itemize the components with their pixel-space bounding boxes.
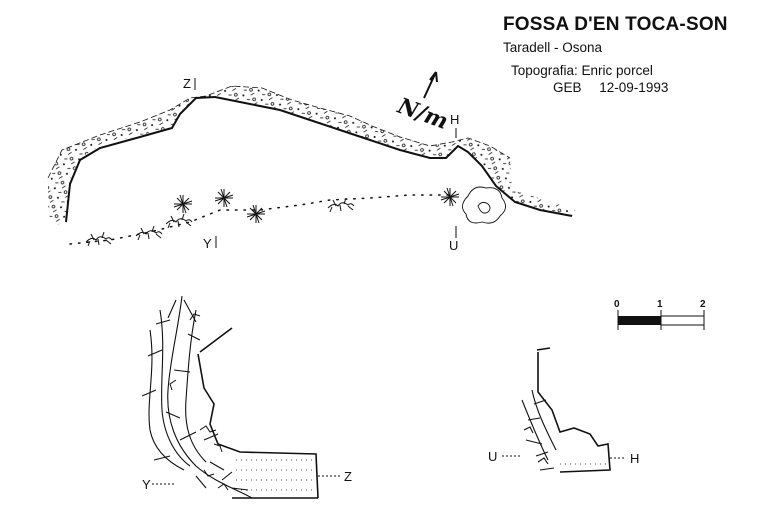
section-left-rootlets (169, 313, 229, 491)
scale-tick-2: 2 (700, 299, 706, 310)
north-label: N/m (393, 93, 451, 135)
root-symbol (440, 187, 460, 207)
survey-org-date: GEB 12-09-1993 (553, 80, 668, 95)
station-u-label: U (449, 238, 458, 253)
section-right-wall (536, 347, 611, 473)
plan-survey-line (69, 194, 451, 245)
section-left-roots (141, 295, 253, 499)
plan-view: N/m Z H Y U (47, 71, 575, 253)
section-right-h-label: H (630, 451, 639, 466)
scale-segment-empty (660, 315, 705, 326)
survey-date: 12-09-1993 (599, 80, 669, 95)
section-right-u-label: U (488, 449, 497, 464)
survey-author: Topografia: Enric porcel (511, 63, 653, 78)
station-h-label: H (450, 112, 459, 127)
station-y-label: Y (203, 236, 212, 251)
section-right-roots (521, 389, 557, 471)
survey-location: Taradell - Osona (503, 40, 603, 55)
root-symbol (173, 194, 193, 214)
root-symbol (85, 231, 113, 247)
north-arrow: N/m (393, 71, 451, 135)
scale-tick-0: 0 (614, 299, 620, 310)
section-left-y-label: Y (142, 477, 151, 492)
section-left-z-label: Z (344, 469, 352, 484)
root-symbol (246, 204, 266, 224)
station-z-label: Z (183, 76, 191, 91)
survey-org: GEB (553, 80, 582, 95)
section-left: Y Z (141, 295, 352, 499)
scale-tick-1: 1 (657, 299, 663, 310)
scale-segment-filled (618, 316, 661, 325)
section-left-wall (197, 327, 319, 499)
scale-bar: 0 1 2 (614, 299, 706, 330)
root-symbol (327, 197, 355, 213)
section-right: U H (488, 347, 639, 473)
section-left-floor-dots (236, 459, 314, 491)
plan-outer-edge (47, 85, 511, 179)
root-symbol (165, 213, 193, 229)
plan-wall-line (65, 95, 573, 223)
plan-rock-band (48, 86, 575, 226)
root-symbol (214, 188, 234, 208)
plan-chamber-blob (462, 186, 506, 224)
survey-title: FOSSA D'EN TOCA-SON (503, 14, 728, 35)
root-symbol (135, 225, 163, 241)
